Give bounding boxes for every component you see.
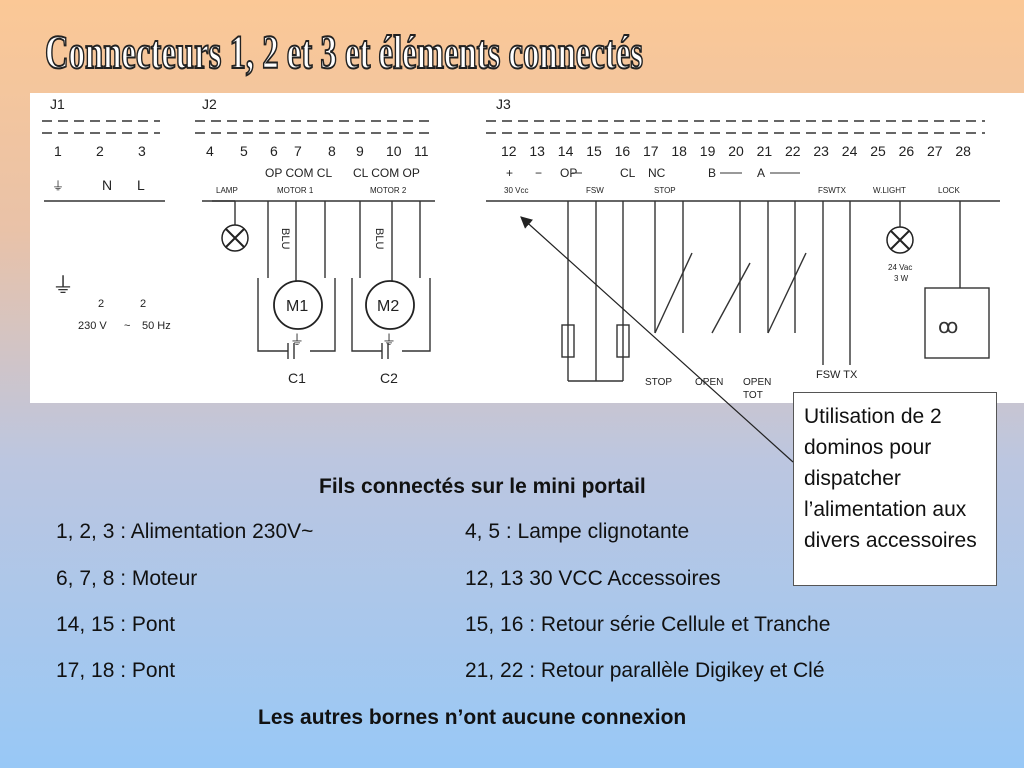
j1-label-n: N xyxy=(102,177,112,193)
wire-label-blu-1: BLU xyxy=(279,228,291,249)
j3-sub-cl: CL xyxy=(620,166,636,180)
j3-sub-b: B xyxy=(708,166,716,180)
capacitor-c2-label: C2 xyxy=(380,370,398,386)
terminal-22: 22 xyxy=(785,143,801,159)
j3-sub-plus: + xyxy=(506,166,513,180)
terminal-27: 27 xyxy=(927,143,943,159)
button-label-tot: TOT xyxy=(743,390,763,401)
motor-m2-label: M2 xyxy=(377,298,399,315)
j2-name-motor2: MOTOR 2 xyxy=(370,186,407,195)
j3-name-fsw: FSW xyxy=(586,186,604,195)
terminal-25: 25 xyxy=(870,143,886,159)
j3-sub-minus: − xyxy=(535,166,542,180)
row-4-left: 17, 18 : Pont xyxy=(56,659,176,682)
page-title: Connecteurs 1, 2 et 3 et éléments connec… xyxy=(44,25,644,80)
ground-symbol-mains: ⏚ xyxy=(52,273,74,298)
button-label-stop: STOP xyxy=(645,377,672,388)
ground-symbol-m2: ⏚ xyxy=(382,332,396,348)
terminal-17: 17 xyxy=(643,143,659,159)
footer-note: Les autres bornes n’ont aucune connexion xyxy=(258,706,687,729)
row-2-right: 12, 13 30 VCC Accessoires xyxy=(465,567,721,590)
row-3-left: 14, 15 : Pont xyxy=(56,613,176,636)
button-label-open-tot: OPEN xyxy=(743,377,771,388)
section-title: Fils connectés sur le mini portail xyxy=(319,475,646,498)
terminal-18: 18 xyxy=(671,143,687,159)
diagram-background xyxy=(30,93,1024,403)
terminal-5: 5 xyxy=(240,143,248,159)
j2-name-lamp: LAMP xyxy=(216,186,238,195)
j1-label-l: L xyxy=(137,177,145,193)
connector-header-lines xyxy=(42,120,985,134)
wire-label-blu-2: BLU xyxy=(373,228,385,249)
lock-coil-icon: ꝏ xyxy=(938,316,958,338)
terminal-23: 23 xyxy=(813,143,829,159)
connector-label-j3: J3 xyxy=(496,96,511,112)
terminal-2: 2 xyxy=(96,143,104,159)
j3-sub-op: OP xyxy=(560,166,577,180)
motor1-terminal-labels: OP COM CL xyxy=(265,166,332,180)
terminal-28: 28 xyxy=(955,143,971,159)
terminal-12: 12 xyxy=(501,143,517,159)
j3-sub-nc: NC xyxy=(648,166,666,180)
terminal-7: 7 xyxy=(294,143,302,159)
terminal-15: 15 xyxy=(586,143,602,159)
connector-label-j2: J2 xyxy=(202,96,217,112)
mains-voltage: 230 V xyxy=(78,320,107,332)
mains-wire-count-2: 2 xyxy=(140,298,146,310)
terminal-11: 11 xyxy=(414,143,429,159)
terminal-14: 14 xyxy=(558,143,574,159)
terminal-24: 24 xyxy=(842,143,858,159)
row-1-left: 1, 2, 3 : Alimentation 230V~ xyxy=(56,520,314,543)
terminal-10: 10 xyxy=(386,143,402,159)
terminal-8: 8 xyxy=(328,143,336,159)
terminal-19: 19 xyxy=(700,143,716,159)
motor-m1: M1 xyxy=(273,280,323,330)
row-1-right: 4, 5 : Lampe clignotante xyxy=(465,520,690,543)
capacitor-c1-label: C1 xyxy=(288,370,306,386)
lamp-rating-power: 3 W xyxy=(894,274,909,283)
j2-name-motor1: MOTOR 1 xyxy=(277,186,314,195)
terminal-6: 6 xyxy=(270,143,278,159)
connector-label-j1: J1 xyxy=(50,96,65,112)
j3-name-stop: STOP xyxy=(654,186,676,195)
lamp-j2 xyxy=(221,224,249,252)
terminal-1: 1 xyxy=(54,143,62,159)
button-label-open: OPEN xyxy=(695,377,723,388)
callout-note: Utilisation de 2 dominos pour dispatcher… xyxy=(793,392,997,586)
ground-symbol-j1: ⏚ xyxy=(52,179,64,193)
motor-m2: M2 xyxy=(365,280,415,330)
row-2-left: 6, 7, 8 : Moteur xyxy=(56,567,198,590)
j3-sub-a: A xyxy=(757,166,765,180)
motor2-terminal-labels: CL COM OP xyxy=(353,166,420,180)
terminal-3: 3 xyxy=(138,143,146,159)
lamp-wlight xyxy=(886,226,914,254)
terminal-9: 9 xyxy=(356,143,364,159)
ground-symbol-m1: ⏚ xyxy=(290,332,304,348)
j3-name-fswtx: FSWTX xyxy=(818,186,847,195)
terminal-16: 16 xyxy=(615,143,631,159)
terminal-20: 20 xyxy=(728,143,744,159)
j3-name-wlight: W.LIGHT xyxy=(873,186,906,195)
row-4-right: 21, 22 : Retour parallèle Digikey et Clé xyxy=(465,659,825,682)
mains-wire-count-1: 2 xyxy=(98,298,104,310)
motor-m1-label: M1 xyxy=(286,298,308,315)
terminal-13: 13 xyxy=(529,143,545,159)
terminal-21: 21 xyxy=(757,143,773,159)
mains-frequency: 50 Hz xyxy=(142,320,171,332)
j3-name-30vcc: 30 Vcc xyxy=(504,186,528,195)
fsw-tx-label: FSW TX xyxy=(816,369,858,381)
row-3-right: 15, 16 : Retour série Cellule et Tranche xyxy=(465,613,831,636)
mains-ac-symbol: ~ xyxy=(124,320,130,332)
lamp-rating-voltage: 24 Vac xyxy=(888,263,912,272)
page-title-text: Connecteurs 1, 2 et 3 et éléments connec… xyxy=(45,26,643,79)
j3-name-lock: LOCK xyxy=(938,186,960,195)
terminal-26: 26 xyxy=(899,143,915,159)
terminal-4: 4 xyxy=(206,143,214,159)
